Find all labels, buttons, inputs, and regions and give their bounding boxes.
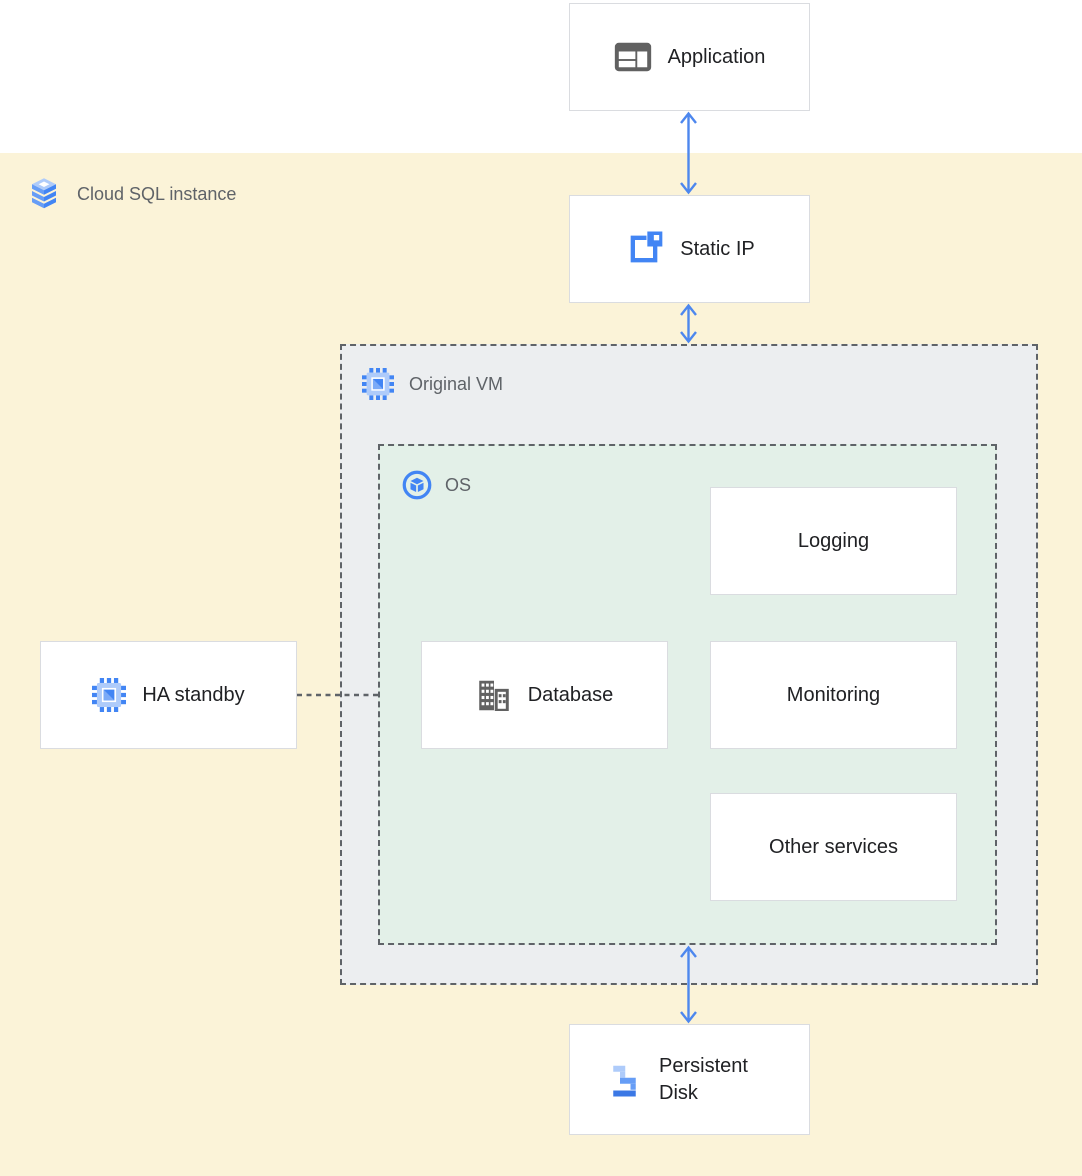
node-other-services-label: Other services [769,835,898,858]
persistent-disk-zigzag-icon [608,1062,644,1098]
node-logging-label: Logging [797,529,870,552]
data-center-buildings-icon [476,680,512,711]
compute-engine-chip-icon [92,678,127,712]
os-zone-label-text: OS [445,474,472,495]
cloud-sql-zone-label: Cloud SQL instance [26,176,236,212]
node-other-services: Other services [710,793,957,901]
os-zone-label: OS [402,470,471,500]
node-application: Application [569,3,810,111]
node-monitoring-label: Monitoring [786,683,881,706]
node-persistent-disk-label: Persistent Disk [659,1054,748,1104]
os-circle-cube-icon [402,470,432,500]
node-database-label: Database [527,683,614,706]
original-vm-zone-label: Original VM [362,368,503,400]
cloud-sql-layers-icon [26,176,62,212]
node-monitoring: Monitoring [710,641,957,749]
original-vm-zone-label-text: Original VM [409,373,504,394]
static-ip-icon [624,229,664,269]
node-ha-standby: HA standby [40,641,297,749]
node-database: Database [421,641,668,749]
node-ha-standby-label: HA standby [142,683,245,706]
cloud-sql-zone-label-text: Cloud SQL instance [77,183,237,204]
node-static-ip: Static IP [569,195,810,303]
node-application-label: Application [667,45,766,68]
application-window-icon [614,42,652,72]
compute-engine-chip-icon [362,368,394,400]
node-logging: Logging [710,487,957,595]
node-persistent-disk: Persistent Disk [569,1024,810,1135]
node-static-ip-label: Static IP [680,237,755,260]
